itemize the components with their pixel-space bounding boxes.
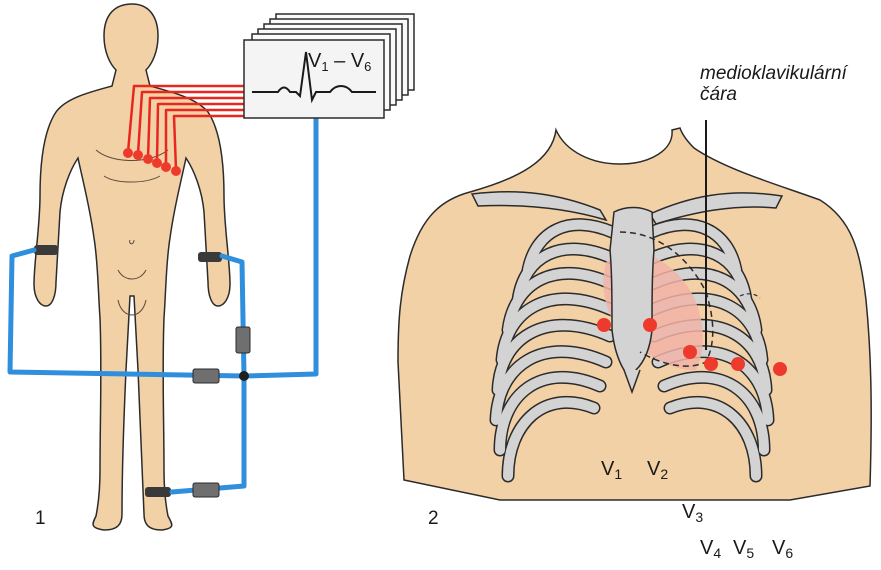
lead-label-v3: V3 <box>682 501 703 525</box>
panel-1-number: 1 <box>35 508 46 530</box>
cable-connector <box>236 327 250 353</box>
lead-sub: 6 <box>785 545 793 561</box>
lead-letter: V <box>682 501 695 523</box>
monitor-leads-label: V1 – V6 <box>308 50 371 74</box>
lead-sub: 2 <box>660 466 668 482</box>
cable-connector <box>193 369 219 383</box>
midclavicular-line-label: medioklavikulární čára <box>700 63 847 105</box>
electrode-v1 <box>597 318 611 332</box>
lead-label-v1: V1 <box>601 458 622 482</box>
lead-sub: 1 <box>614 466 622 482</box>
lead-letter: V <box>772 537 785 559</box>
wrist-band-left <box>34 245 58 255</box>
lead-sub: 3 <box>695 509 703 525</box>
lead-sub: 5 <box>746 545 754 561</box>
electrode-v6 <box>773 362 787 376</box>
monitor-leads-sub-to: 6 <box>364 59 371 74</box>
body-silhouette <box>34 4 230 530</box>
lead-sub: 4 <box>713 545 721 561</box>
lead-letter: V <box>647 458 660 480</box>
electrode-v3 <box>683 345 697 359</box>
lead-letter: V <box>700 537 713 559</box>
midclavicular-label-line-2: čára <box>700 84 847 105</box>
electrode-v2 <box>643 318 657 332</box>
cable-connector <box>193 483 219 497</box>
lead-label-v5: V5 <box>733 537 754 561</box>
lead-letter: V <box>601 458 614 480</box>
monitor-leads-prefix: V <box>308 50 321 72</box>
lead-label-v4: V4 <box>700 537 721 561</box>
monitor-leads-dash: – V <box>329 50 365 72</box>
lead-letter: V <box>733 537 746 559</box>
electrode-v5 <box>731 357 745 371</box>
wrist-band-right <box>198 252 222 262</box>
lead-label-v6: V6 <box>772 537 793 561</box>
midclavicular-label-line-1: medioklavikulární <box>700 63 847 84</box>
monitor-leads-sub-from: 1 <box>321 59 328 74</box>
panel-2-chest <box>398 120 871 500</box>
ankle-band-right <box>145 487 171 497</box>
cable-junction <box>239 371 249 381</box>
panel-2-number: 2 <box>428 508 439 530</box>
electrode-v4 <box>704 357 718 371</box>
lead-label-v2: V2 <box>647 458 668 482</box>
